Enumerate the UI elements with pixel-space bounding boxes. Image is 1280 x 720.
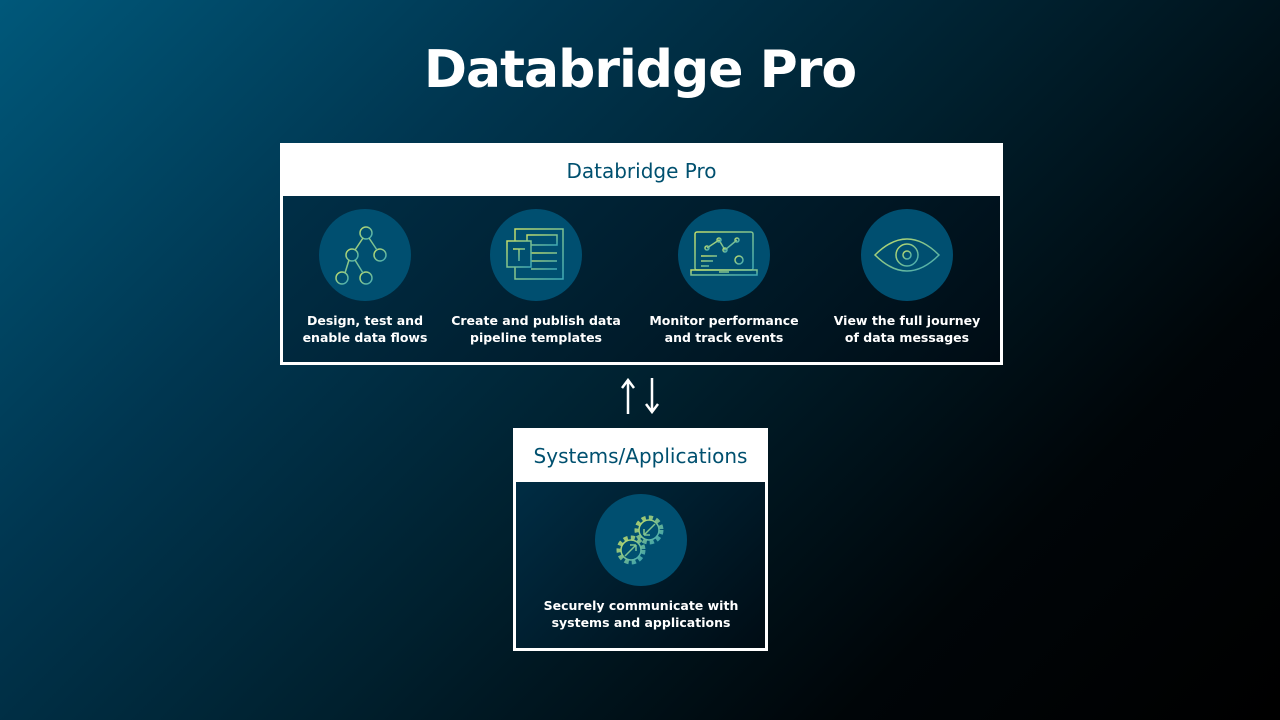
feature-monitor: Monitor performance and track events — [634, 209, 814, 346]
box-title: Databridge Pro — [283, 146, 1000, 196]
arrow-down-icon — [645, 378, 659, 414]
systems-applications-box: Systems/Applications Securely communicat… — [513, 428, 768, 651]
databridge-pro-box: Databridge Pro Design, test and enable d… — [280, 143, 1003, 365]
feature-label: systems and applications — [551, 615, 731, 630]
eye-icon — [861, 209, 953, 301]
feature-label: pipeline templates — [470, 330, 602, 345]
feature-label: Create and publish data — [451, 313, 621, 328]
feature-label: and track events — [664, 330, 784, 345]
feature-label: Securely communicate with — [543, 598, 739, 613]
arrow-up-icon — [621, 378, 635, 414]
feature-label: Monitor performance — [649, 313, 799, 328]
feature-label: Design, test and — [306, 313, 424, 328]
feature-label: enable data flows — [302, 330, 428, 345]
feature-templates: Create and publish data pipeline templat… — [446, 209, 626, 346]
box-title: Systems/Applications — [516, 431, 765, 482]
feature-label: View the full journey — [833, 313, 981, 328]
feature-label: of data messages — [844, 330, 970, 345]
monitor-chart-icon — [678, 209, 770, 301]
template-document-icon — [490, 209, 582, 301]
feature-journey: View the full journey of data messages — [817, 209, 997, 346]
gears-icon — [595, 494, 687, 586]
feature-design-flows: Design, test and enable data flows — [275, 209, 455, 346]
feature-secure-communication: Securely communicate with systems and ap… — [506, 494, 776, 631]
flow-tree-icon — [319, 209, 411, 301]
page-title: Databridge Pro — [423, 40, 857, 100]
